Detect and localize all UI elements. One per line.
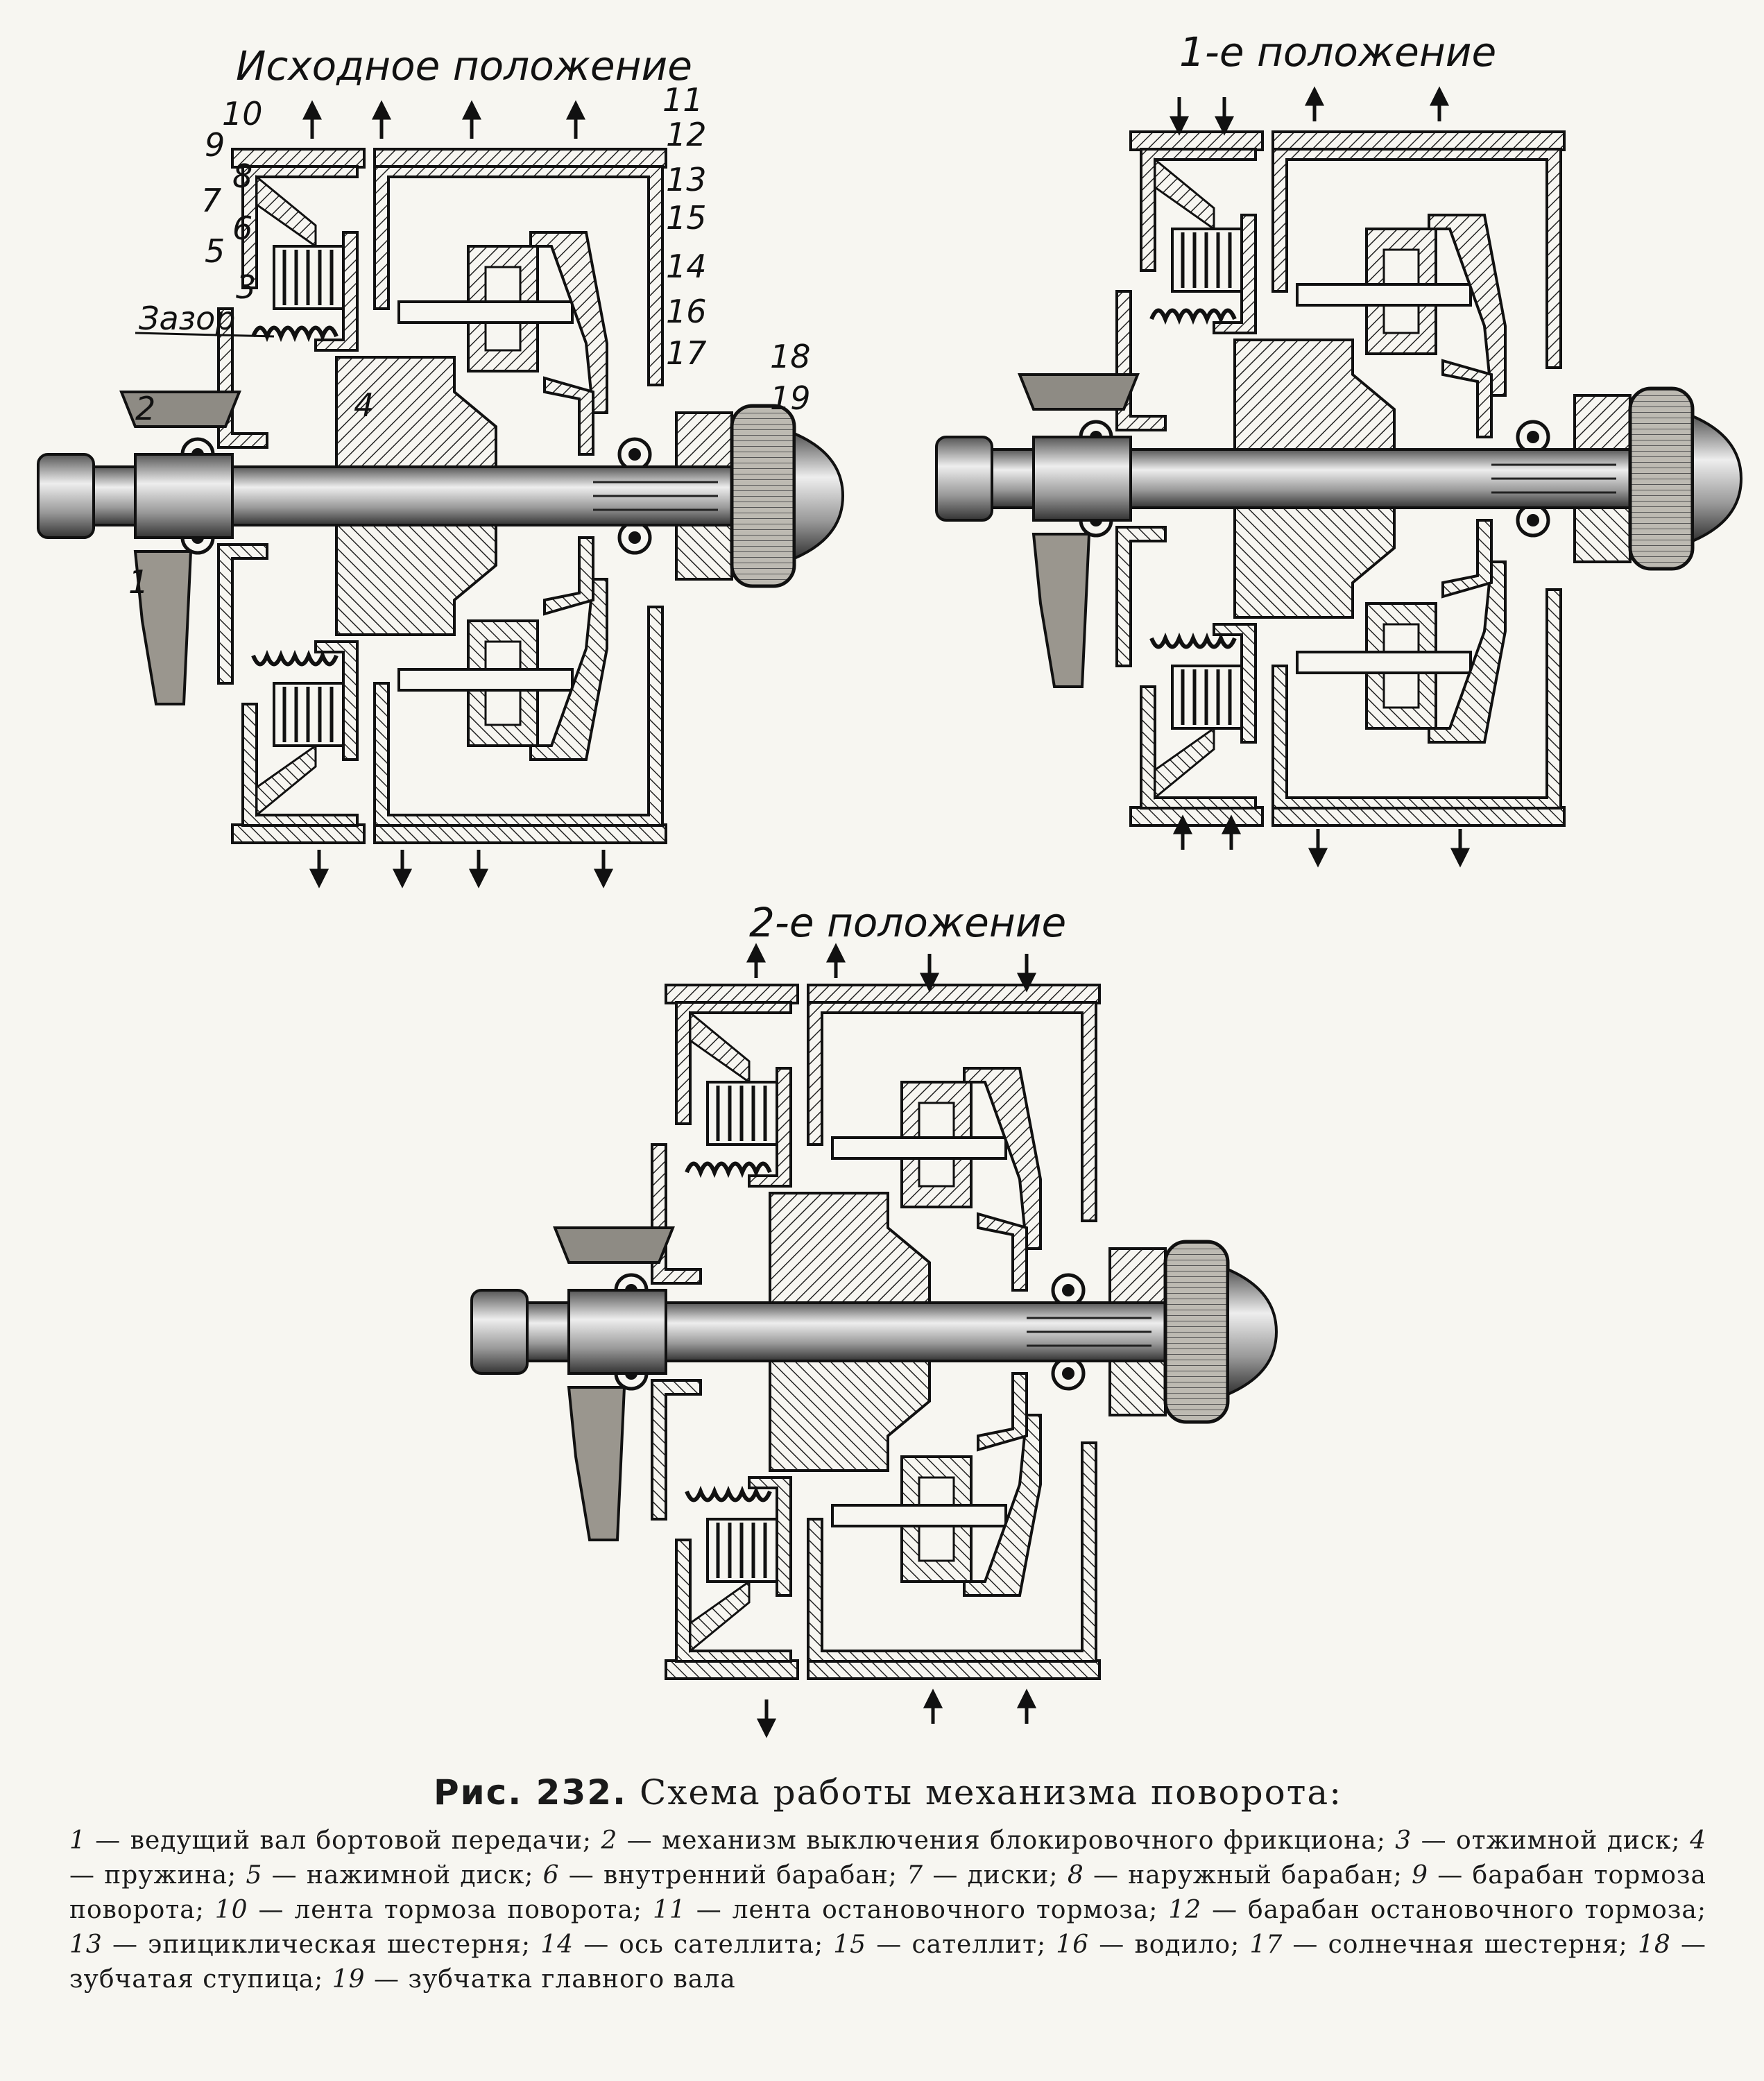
panel-title: 1-е положение	[1179, 28, 1496, 76]
caption-legend: 1 — ведущий вал бортовой передачи; 2 — м…	[69, 1824, 1706, 1997]
callout-3: 3	[236, 268, 256, 306]
legend-item-number: 14	[540, 1930, 574, 1959]
figure-caption: Рис. 232. Схема работы механизма поворот…	[69, 1772, 1706, 1997]
legend-item-text: — диски;	[923, 1861, 1068, 1890]
legend-item: 4 — пружина;	[69, 1826, 1706, 1890]
legend-item: 5 — нажимной диск;	[246, 1861, 542, 1890]
legend-item-text: — нажимной диск;	[262, 1861, 543, 1890]
legend-item: 1 — ведущий вал бортовой передачи;	[69, 1826, 601, 1855]
legend-item: 15 — сателлит;	[833, 1930, 1056, 1959]
legend-item-text: — внутренний барабан;	[559, 1861, 907, 1890]
drum-arrows	[302, 100, 614, 889]
callout-10: 10	[222, 95, 263, 132]
callout-13: 13	[666, 161, 707, 198]
legend-item-text: — отжимной диск;	[1412, 1826, 1690, 1855]
callout-18: 18	[770, 338, 811, 375]
legend-item-number: 13	[69, 1930, 103, 1959]
legend-item-text: — сателлит;	[866, 1930, 1056, 1959]
panel-second: 2-е положение	[472, 899, 1276, 1738]
legend-item-text: — ведущий вал бортовой передачи;	[85, 1826, 601, 1855]
callout-2: 2	[135, 390, 155, 427]
legend-item: 14 — ось сателлита;	[540, 1930, 833, 1959]
legend-item-number: 12	[1168, 1896, 1202, 1924]
figure-label: Рис. 232.	[433, 1772, 628, 1813]
callout-16: 16	[666, 293, 707, 330]
legend-item: 8 — наружный барабан;	[1068, 1861, 1412, 1890]
legend-item-text: — зубчатая ступица;	[69, 1930, 1707, 1994]
legend-item: 3 — отжимной диск;	[1395, 1826, 1690, 1855]
legend-item: 12 — барабан остановочного тормоза;	[1168, 1896, 1706, 1924]
panel-title: Исходное положение	[236, 42, 692, 89]
legend-item-text: — водило;	[1089, 1930, 1250, 1959]
drum-arrows	[1169, 86, 1471, 868]
gap-leader	[135, 332, 275, 338]
legend-item: 2 — механизм выключения блокировочного ф…	[601, 1826, 1395, 1855]
caption-title: Схема работы механизма поворота:	[639, 1772, 1343, 1813]
legend-item: 7 — диски;	[907, 1861, 1068, 1890]
legend-item: 16 — водило;	[1056, 1930, 1249, 1959]
legend-item-text: — наружный барабан;	[1084, 1861, 1412, 1890]
legend-item-number: 3	[1395, 1826, 1412, 1855]
legend-item-number: 18	[1638, 1930, 1671, 1959]
panel-title: 2-е положение	[749, 899, 1066, 946]
legend-item-text: — лента тормоза поворота;	[248, 1896, 653, 1924]
callout-numbers: 1 2 3 4 5 6 7 8 9 10 11 12 13 14 15 16 1…	[128, 81, 811, 601]
caption-heading: Рис. 232. Схема работы механизма поворот…	[69, 1772, 1706, 1813]
legend-item-number: 17	[1249, 1930, 1283, 1959]
legend-item-text: — механизм выключения блокировочного фри…	[617, 1826, 1396, 1855]
legend-item-number: 10	[214, 1896, 248, 1924]
legend-item: 10 — лента тормоза поворота;	[215, 1896, 653, 1924]
legend-item-text: — солнечная шестерня;	[1283, 1930, 1638, 1959]
legend-item-text: — лента остановочного тормоза;	[685, 1896, 1169, 1924]
gap-label: Зазор	[139, 300, 235, 337]
callout-15: 15	[666, 199, 707, 237]
mechanism-diagram: Исходное положение Зазор 1 2 3 4 5 6 7 8…	[0, 28, 1764, 1738]
legend-item-text: — ось сателлита;	[574, 1930, 834, 1959]
callout-5: 5	[205, 232, 225, 270]
legend-item-text: — зубчатка главного вала	[365, 1965, 736, 1994]
callout-19: 19	[770, 379, 811, 417]
legend-item-text: — барабан остановочного тормоза;	[1201, 1896, 1706, 1924]
legend-item-number: 11	[653, 1896, 686, 1924]
legend-item-number: 6	[542, 1861, 560, 1890]
legend-item-text: — пружина;	[69, 1861, 246, 1890]
legend-item: 19 — зубчатка главного вала	[332, 1965, 736, 1994]
legend-item-number: 7	[907, 1861, 924, 1890]
panel-first: 1-е положение	[936, 28, 1741, 868]
legend-item-number: 19	[332, 1965, 366, 1994]
legend-item-number: 2	[601, 1826, 618, 1855]
legend-item-text: — эпициклическая шестерня;	[102, 1930, 541, 1959]
legend-item-number: 9	[1412, 1861, 1429, 1890]
legend-item-number: 8	[1067, 1861, 1084, 1890]
callout-17: 17	[666, 334, 707, 372]
legend-item-number: 4	[1690, 1826, 1706, 1855]
legend-item-number: 1	[69, 1826, 86, 1855]
legend-item: 17 — солнечная шестерня;	[1249, 1930, 1638, 1959]
legend-item: 13 — эпициклическая шестерня;	[69, 1930, 540, 1959]
callout-11: 11	[662, 81, 703, 119]
legend-item: 18 — зубчатая ступица;	[69, 1930, 1706, 1994]
legend-item-number: 15	[833, 1930, 867, 1959]
legend-item-text: — барабан тормоза поворота;	[69, 1861, 1707, 1924]
legend-item-number: 5	[246, 1861, 263, 1890]
panel-initial: Исходное положение Зазор 1 2 3 4 5 6 7 8…	[38, 42, 843, 889]
callout-12: 12	[666, 116, 707, 153]
callout-8: 8	[232, 157, 252, 195]
callout-9: 9	[205, 126, 225, 164]
drum-arrows	[746, 943, 1037, 1738]
legend-item: 9 — барабан тормоза поворота;	[69, 1861, 1706, 1924]
callout-14: 14	[666, 248, 707, 285]
callout-7: 7	[201, 182, 221, 219]
legend-item: 6 — внутренний барабан;	[543, 1861, 907, 1890]
legend-item: 11 — лента остановочного тормоза;	[653, 1896, 1168, 1924]
callout-6: 6	[232, 209, 252, 247]
callout-1: 1	[128, 563, 148, 601]
legend-item-number: 16	[1056, 1930, 1090, 1959]
callout-4: 4	[354, 386, 374, 424]
